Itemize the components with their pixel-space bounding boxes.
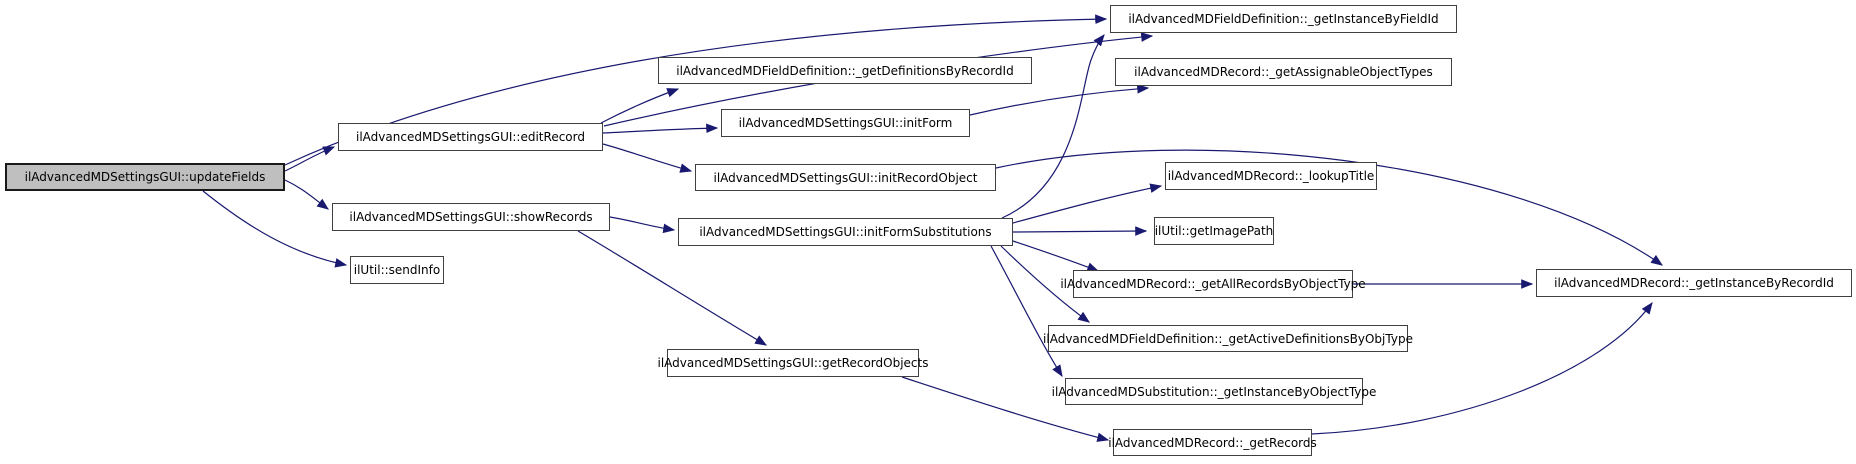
node-editRecord[interactable]: ilAdvancedMDSettingsGUI::editRecord <box>338 123 603 151</box>
node-getInstanceByObjectType[interactable]: ilAdvancedMDSubstitution::_getInstanceBy… <box>1052 378 1376 405</box>
edge-initFormSubstitutions-getInstanceByFieldId <box>1001 34 1105 219</box>
edge-initRecordObject-getInstanceByRecordId <box>995 149 1663 266</box>
edge-initFormSubstitutions-getImagePath <box>1012 226 1148 236</box>
node-getRecordObjects[interactable]: ilAdvancedMDSettingsGUI::getRecordObject… <box>658 349 928 377</box>
edge-initFormSubstitutions-getInstanceByObjectType <box>990 245 1063 378</box>
node-updateFields: ilAdvancedMDSettingsGUI::updateFields <box>5 163 285 191</box>
node-initFormSubstitutions[interactable]: ilAdvancedMDSettingsGUI::initFormSubstit… <box>678 218 1013 246</box>
node-getDefinitionsByRecordId[interactable]: ilAdvancedMDFieldDefinition::_getDefinit… <box>658 57 1032 84</box>
edge-updateFields-showRecords <box>284 179 329 210</box>
edge-getRecordObjects-getRecords <box>901 376 1110 442</box>
node-getAllRecordsByObjectType[interactable]: ilAdvancedMDRecord::_getAllRecordsByObje… <box>1060 270 1366 298</box>
edge-initFormSubstitutions-getAllRecordsByObjectType <box>1012 240 1100 272</box>
edge-initForm-getAssignableObjectTypes <box>969 84 1150 116</box>
edge-showRecords-getRecordObjects <box>577 230 768 346</box>
node-getAssignableObjectTypes[interactable]: ilAdvancedMDRecord::_getAssignableObject… <box>1115 58 1452 86</box>
node-getInstanceByFieldId[interactable]: ilAdvancedMDFieldDefinition::_getInstanc… <box>1110 5 1457 33</box>
edge-editRecord-initRecordObject <box>602 143 693 173</box>
node-lookupTitle[interactable]: ilAdvancedMDRecord::_lookupTitle <box>1165 162 1377 190</box>
edge-editRecord-getDefinitionsByRecordId <box>600 88 680 124</box>
edge-initFormSubstitutions-getActiveDefinitionsByObjType <box>1000 245 1090 323</box>
edge-editRecord-initForm <box>602 123 719 134</box>
node-sendInfo[interactable]: ilUtil::sendInfo <box>350 256 444 284</box>
node-getRecords[interactable]: ilAdvancedMDRecord::_getRecords <box>1108 429 1317 456</box>
edge-updateFields-sendInfo <box>202 190 348 268</box>
node-initRecordObject[interactable]: ilAdvancedMDSettingsGUI::initRecordObjec… <box>695 164 996 191</box>
node-getImagePath[interactable]: ilUtil::getImagePath <box>1154 217 1274 245</box>
node-initForm[interactable]: ilAdvancedMDSettingsGUI::initForm <box>721 109 970 137</box>
node-getInstanceByRecordId[interactable]: ilAdvancedMDRecord::_getInstanceByRecord… <box>1536 269 1852 297</box>
edge-updateFields-editRecord <box>284 146 336 172</box>
node-getActiveDefinitionsByObjType[interactable]: ilAdvancedMDFieldDefinition::_getActiveD… <box>1043 325 1413 352</box>
node-showRecords[interactable]: ilAdvancedMDSettingsGUI::showRecords <box>332 203 610 231</box>
edge-initFormSubstitutions-lookupTitle <box>1012 183 1163 224</box>
edge-getRecords-getInstanceByRecordId <box>1311 302 1653 435</box>
edge-showRecords-initFormSubstitutions <box>609 216 676 234</box>
